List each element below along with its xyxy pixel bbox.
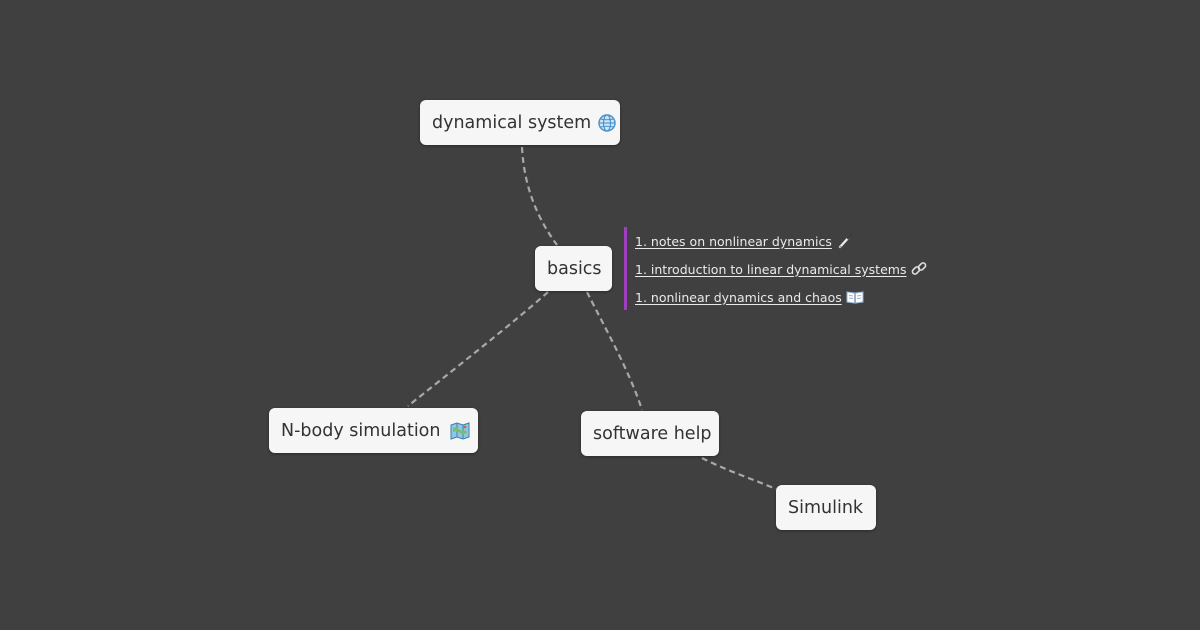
note-link-introduction-to-linear-dynamical-systems[interactable]: 1. introduction to linear dynamical syst…	[635, 255, 928, 283]
edge-basics-dynamical-system	[520, 146, 558, 246]
node-label: basics	[547, 258, 602, 279]
node-software-help[interactable]: software help	[581, 411, 719, 456]
node-dynamical-system[interactable]: dynamical system	[420, 100, 620, 145]
node-label: software help	[593, 423, 712, 444]
note-link-notes-on-nonlinear-dynamics[interactable]: 1. notes on nonlinear dynamics	[635, 227, 928, 255]
link-icon	[910, 260, 928, 278]
node-label: N-body simulation	[281, 420, 441, 441]
edge-basics-software-help	[586, 291, 644, 411]
node-basics[interactable]: basics	[535, 246, 612, 291]
book-icon	[846, 289, 864, 305]
node-label: dynamical system	[432, 112, 592, 133]
basics-notes-panel: 1. notes on nonlinear dynamics 1. introd…	[624, 227, 928, 310]
edge-basics-nbody-simulation	[407, 291, 549, 407]
globe-icon	[597, 113, 617, 133]
note-link-nonlinear-dynamics-and-chaos[interactable]: 1. nonlinear dynamics and chaos	[635, 283, 928, 311]
map-icon	[450, 421, 470, 440]
node-label: Simulink	[788, 497, 864, 518]
node-simulink[interactable]: Simulink	[776, 485, 876, 530]
edge-software-help-simulink	[701, 457, 777, 491]
pen-icon	[836, 232, 854, 250]
node-nbody-simulation[interactable]: N-body simulation	[269, 408, 478, 453]
